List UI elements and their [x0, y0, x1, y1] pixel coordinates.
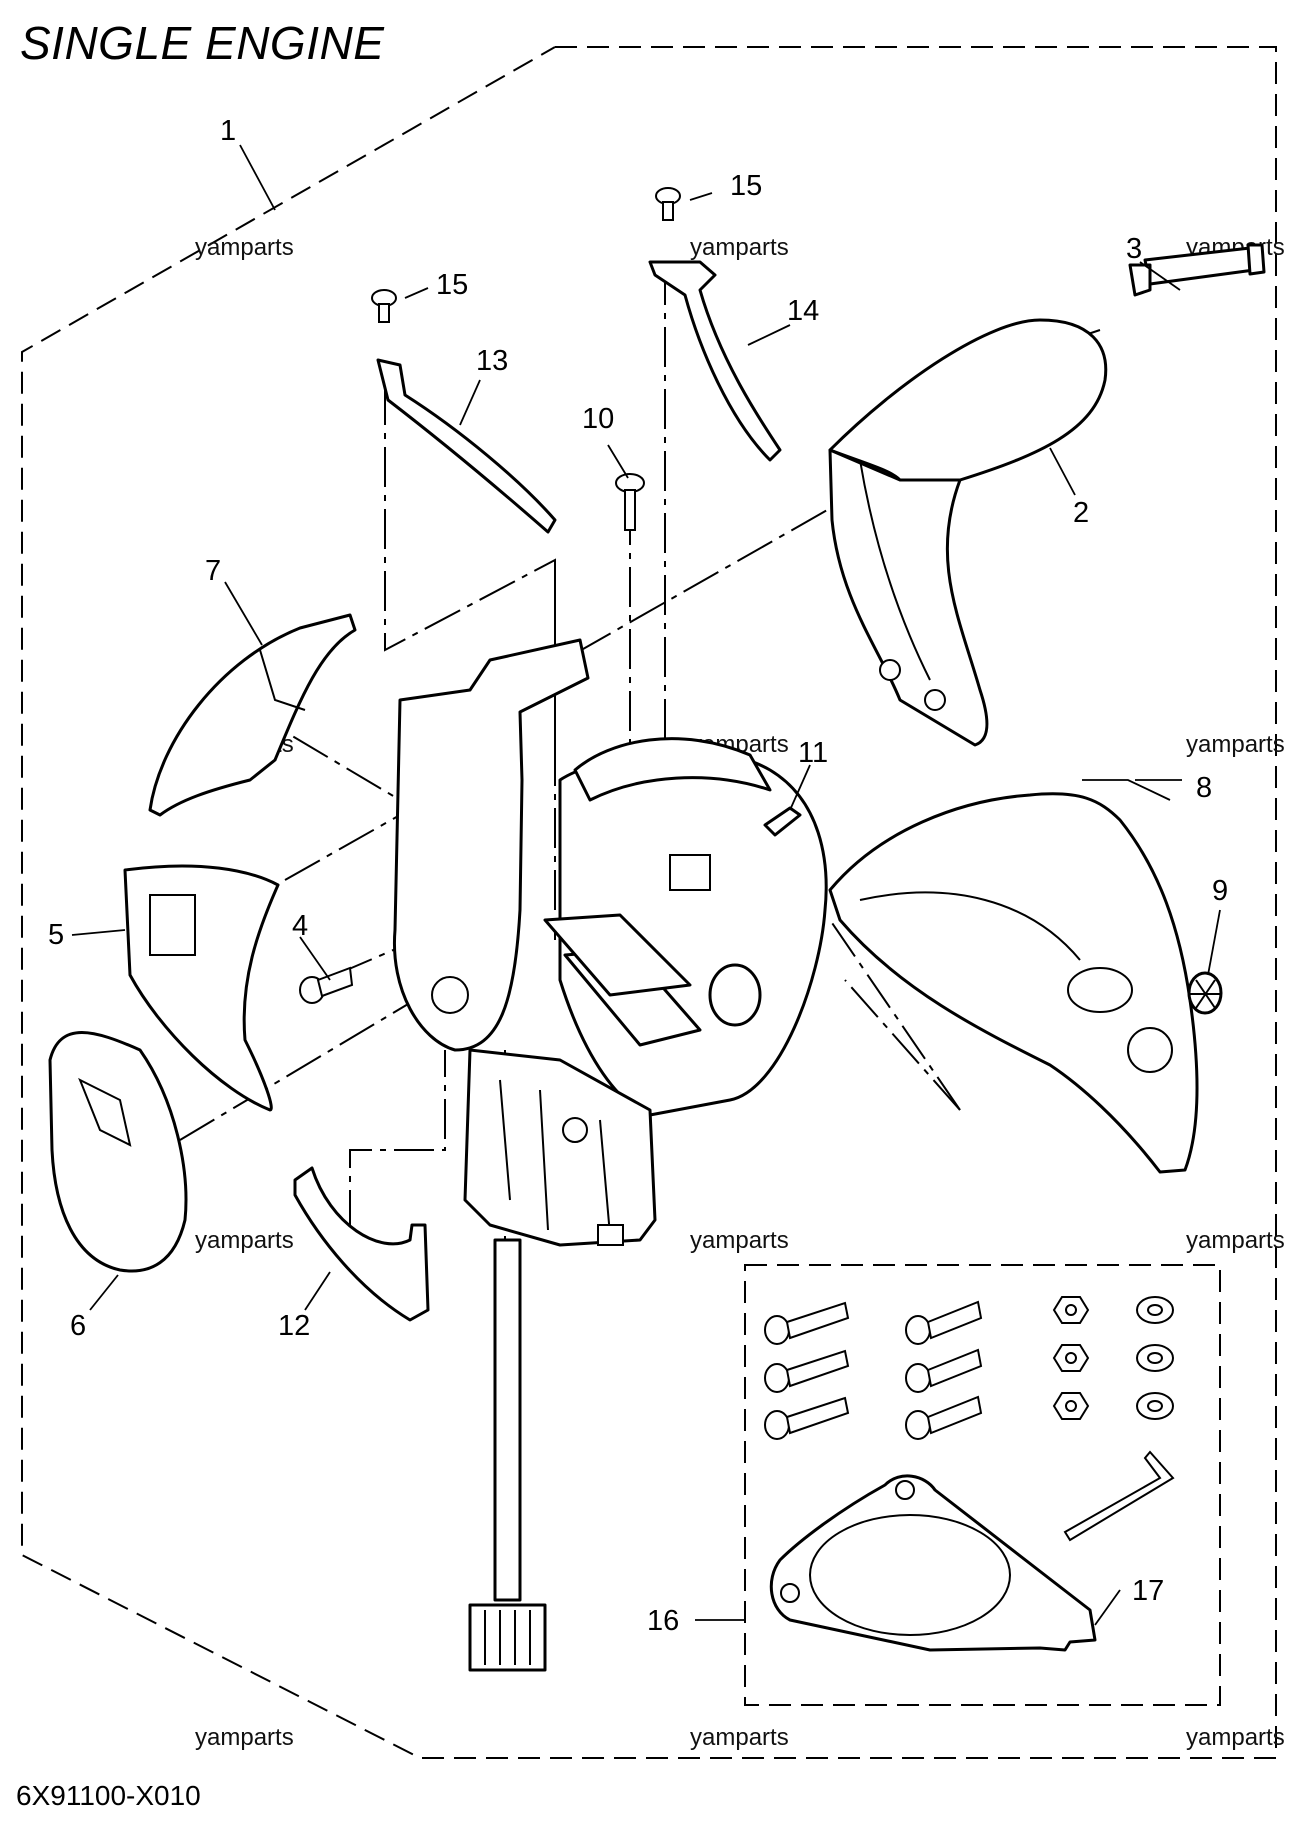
bracket-part-12 [293, 1166, 430, 1322]
callout-2: 2 [1073, 497, 1089, 529]
callout-8: 8 [1196, 772, 1212, 804]
wood-screw [764, 1301, 850, 1345]
gasket-part-17 [769, 1474, 1097, 1652]
callout-10: 10 [582, 403, 614, 435]
wood-screw [764, 1349, 850, 1393]
clip-part-11 [763, 806, 802, 837]
screw-part-10 [615, 473, 645, 531]
callout-16: 16 [647, 1605, 679, 1637]
wire-harness-cable [468, 1238, 547, 1672]
top-cover-part-2 [828, 318, 1108, 747]
wood-screw [764, 1396, 850, 1440]
callout-4: 4 [292, 910, 308, 942]
washer [1136, 1296, 1174, 1324]
machine-screw [905, 1395, 983, 1440]
side-trim-part-14 [648, 260, 782, 462]
callout-12: 12 [278, 1310, 310, 1342]
machine-screw [905, 1348, 983, 1393]
callout-6: 6 [70, 1310, 86, 1342]
callout-13: 13 [476, 345, 508, 377]
callout-numbers: 1 2 3 4 5 6 7 8 9 10 11 12 13 14 15 15 1… [48, 115, 1228, 1637]
callout-17: 17 [1132, 1575, 1164, 1607]
remote-control-body [392, 638, 828, 1247]
screw-part-4 [299, 966, 354, 1004]
hex-nut [1052, 1344, 1090, 1372]
callout-7: 7 [205, 555, 221, 587]
side-panel-part-5 [123, 864, 280, 1112]
watermark-text: yamparts [1186, 731, 1285, 758]
watermark-text: yamparts [690, 234, 789, 261]
callout-5: 5 [48, 919, 64, 951]
washer [1136, 1344, 1174, 1372]
callout-9: 9 [1212, 875, 1228, 907]
screw-part-15-right [655, 187, 681, 221]
watermark-text: yamparts [195, 234, 294, 261]
callout-14: 14 [787, 295, 819, 327]
callout-15-left: 15 [436, 269, 468, 301]
accessory-kit-boundary [744, 1264, 1221, 1706]
callout-leaders [71, 144, 1221, 1626]
hex-nut [1052, 1296, 1090, 1324]
side-trim-part-13 [376, 358, 557, 534]
watermark-text: yamparts [690, 1724, 789, 1751]
diagram-code: 6X91100-X010 [16, 1780, 201, 1811]
watermark-text: yamparts [1186, 1724, 1285, 1751]
machine-screw [905, 1300, 983, 1345]
watermark-text: yamparts [195, 1724, 294, 1751]
long-screw-part-3 [1128, 243, 1266, 297]
callout-11: 11 [798, 737, 828, 769]
callout-1: 1 [220, 115, 236, 147]
callout-15-right: 15 [730, 170, 762, 202]
accessory-kit-part-16 [764, 1296, 1175, 1542]
screw-part-15-left [371, 289, 397, 323]
callout-3: 3 [1126, 233, 1142, 265]
cover-part-7 [148, 613, 357, 817]
watermark-text: yamparts [195, 1227, 294, 1254]
diagram-title: SINGLE ENGINE [20, 17, 385, 69]
watermark-text: yamparts [690, 1227, 789, 1254]
hex-key [1063, 1450, 1175, 1542]
side-cover-part-8 [828, 792, 1199, 1174]
hex-nut [1052, 1392, 1090, 1420]
washer [1136, 1392, 1174, 1420]
end-cap-part-6 [48, 1031, 188, 1273]
watermark-text: yamparts [1186, 1227, 1285, 1254]
kit-boundary [21, 46, 1277, 1759]
plug-part-9 [1187, 971, 1223, 1015]
